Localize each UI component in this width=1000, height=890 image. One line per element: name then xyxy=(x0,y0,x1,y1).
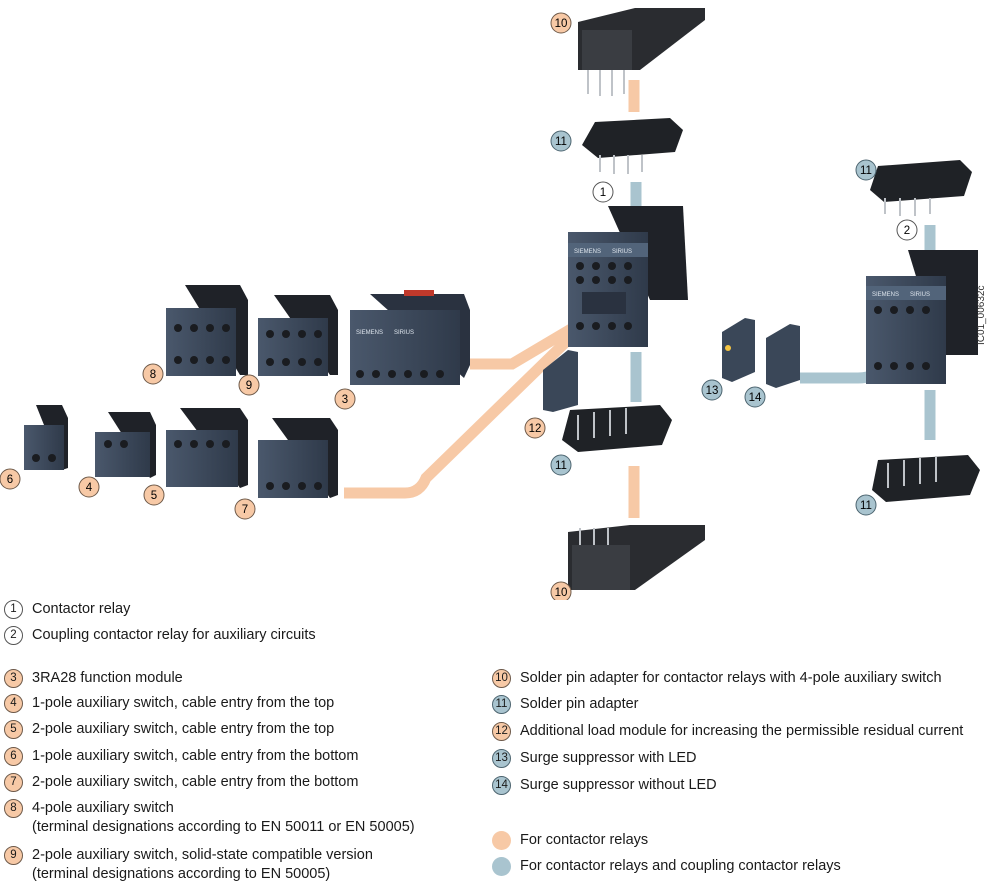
legend-badge: 9 xyxy=(4,846,23,865)
callouts: 10 11 1 12 11 10 11 2 13 14 11 8 9 3 6 4… xyxy=(0,12,918,600)
svg-text:11: 11 xyxy=(555,460,567,472)
legend-badge: 1 xyxy=(4,600,23,619)
surge-suppressor-14 xyxy=(766,324,800,388)
legend-badge: 12 xyxy=(492,722,511,741)
svg-text:11: 11 xyxy=(860,165,872,177)
legend-item-2: 2 Coupling contactor relay for auxiliary… xyxy=(4,626,316,645)
svg-text:10: 10 xyxy=(555,587,568,599)
solder-pin-adapter-11-mid xyxy=(562,405,672,452)
legend-item-10: 10 Solder pin adapter for contactor rela… xyxy=(492,669,942,688)
svg-text:9: 9 xyxy=(246,380,252,392)
solder-pin-adapter-11-right-bottom xyxy=(872,455,980,502)
aux-switch-7 xyxy=(258,418,338,498)
legend-badge: 14 xyxy=(492,776,511,795)
blue-swatch xyxy=(492,857,511,876)
callout-9: 9 xyxy=(238,374,260,396)
aux-switch-4 xyxy=(95,412,156,478)
legend-badge: 10 xyxy=(492,669,511,688)
svg-text:11: 11 xyxy=(555,136,567,148)
aux-switch-5 xyxy=(166,408,248,488)
svg-text:13: 13 xyxy=(706,385,719,397)
legend-item-13: 13 Surge suppressor with LED xyxy=(492,749,697,768)
callout-7: 7 xyxy=(234,498,256,520)
svg-text:SIEMENS: SIEMENS xyxy=(574,249,601,255)
svg-text:7: 7 xyxy=(242,504,248,516)
svg-text:5: 5 xyxy=(151,490,157,502)
callout-14: 14 xyxy=(744,386,766,408)
svg-text:2: 2 xyxy=(904,225,910,237)
solder-pin-adapter-10-bottom xyxy=(568,525,705,590)
callout-5: 5 xyxy=(143,484,165,506)
legend-badge: 4 xyxy=(4,694,23,713)
key-item-orange: For contactor relays xyxy=(492,831,648,850)
callout-13: 13 xyxy=(701,379,723,401)
callout-11-right-top: 11 xyxy=(855,159,877,181)
legend-item-3: 3 3RA28 function module xyxy=(4,669,183,688)
callout-11-top: 11 xyxy=(550,130,572,152)
callout-11-right-bottom: 11 xyxy=(855,494,877,516)
function-module-3 xyxy=(350,290,470,385)
solder-pin-adapter-10-top xyxy=(578,8,705,96)
legend-item-8: 8 4-pole auxiliary switch (terminal desi… xyxy=(4,799,415,837)
legend-item-11: 11 Solder pin adapter xyxy=(492,695,639,714)
svg-text:SIEMENS: SIEMENS xyxy=(872,292,899,298)
callout-10-top: 10 xyxy=(550,12,572,34)
svg-text:4: 4 xyxy=(86,482,93,494)
document-code: IC01_00632c xyxy=(976,285,987,346)
legend-item-14: 14 Surge suppressor without LED xyxy=(492,776,717,795)
legend-badge: 6 xyxy=(4,747,23,766)
svg-text:11: 11 xyxy=(860,500,872,512)
callout-2: 2 xyxy=(896,219,918,241)
coupling-contactor-relay-2 xyxy=(866,250,978,384)
legend-badge: 13 xyxy=(492,749,511,768)
svg-text:SIRIUS: SIRIUS xyxy=(394,330,414,336)
callout-3: 3 xyxy=(334,388,356,410)
svg-text:3: 3 xyxy=(342,394,348,406)
legend-badge: 8 xyxy=(4,799,23,818)
svg-text:8: 8 xyxy=(150,369,156,381)
callout-1: 1 xyxy=(592,181,614,203)
callout-10-bottom: 10 xyxy=(550,581,572,600)
aux-switch-8 xyxy=(166,285,248,376)
svg-text:10: 10 xyxy=(555,18,568,30)
svg-text:14: 14 xyxy=(749,392,762,404)
connector-left-modules xyxy=(344,293,616,499)
aux-switch-9 xyxy=(258,295,338,376)
svg-text:SIRIUS: SIRIUS xyxy=(612,249,632,255)
legend-item-6: 6 1-pole auxiliary switch, cable entry f… xyxy=(4,747,358,766)
surge-suppressor-13 xyxy=(722,318,755,382)
callout-12: 12 xyxy=(524,417,546,439)
svg-text:1: 1 xyxy=(600,187,606,199)
legend-badge: 11 xyxy=(492,695,511,714)
legend-item-5: 5 2-pole auxiliary switch, cable entry f… xyxy=(4,720,334,739)
brand-labels: SIEMENS SIRIUS SIEMENS SIRIUS SIEMENS SIRIU… xyxy=(356,249,930,336)
legend-badge: 2 xyxy=(4,626,23,645)
legend-item-12: 12 Additional load module for increasing… xyxy=(492,722,963,741)
legend-badge: 3 xyxy=(4,669,23,688)
svg-text:SIEMENS: SIEMENS xyxy=(356,330,383,336)
callout-4: 4 xyxy=(78,476,100,498)
callout-6: 6 xyxy=(0,468,21,490)
load-module-12 xyxy=(543,350,578,412)
callout-11-mid: 11 xyxy=(550,454,572,476)
svg-text:6: 6 xyxy=(7,474,13,486)
legend-badge: 7 xyxy=(4,773,23,792)
contactor-relay-1 xyxy=(568,206,688,347)
orange-swatch xyxy=(492,831,511,850)
legend-badge: 5 xyxy=(4,720,23,739)
legend-item-9: 9 2-pole auxiliary switch, solid-state c… xyxy=(4,846,373,884)
key-item-blue: For contactor relays and coupling contac… xyxy=(492,857,841,876)
aux-switch-6 xyxy=(24,405,68,470)
legend-item-1: 1 Contactor relay xyxy=(4,600,130,619)
legend-item-4: 4 1-pole auxiliary switch, cable entry f… xyxy=(4,694,334,713)
callout-8: 8 xyxy=(142,363,164,385)
solder-pin-adapter-11-top xyxy=(582,118,683,174)
svg-text:SIRIUS: SIRIUS xyxy=(910,292,930,298)
svg-text:12: 12 xyxy=(529,423,542,435)
solder-pin-adapter-11-right-top xyxy=(870,160,972,216)
legend-item-7: 7 2-pole auxiliary switch, cable entry f… xyxy=(4,773,358,792)
accessory-diagram: 10 11 1 12 11 10 11 2 13 14 11 8 9 3 6 4… xyxy=(0,8,980,600)
